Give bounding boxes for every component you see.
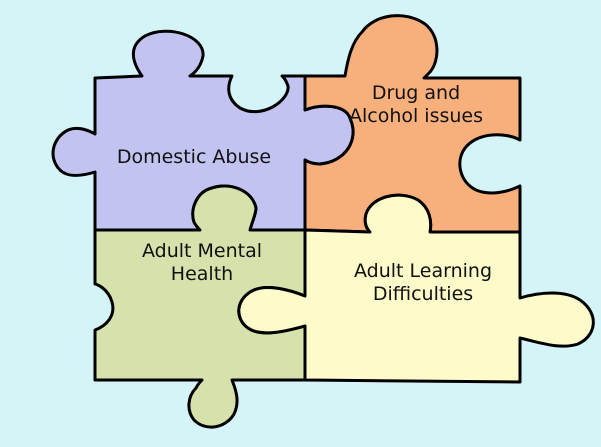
label-line: Difficulties: [372, 283, 474, 305]
label-line: Domestic Abuse: [116, 146, 272, 168]
label-line: Drug and: [371, 82, 461, 104]
piece-drug-alcohol: [303, 14, 522, 234]
label-domestic-abuse: Domestic Abuse: [94, 146, 294, 169]
label-line: Alcohol issues: [348, 105, 484, 127]
piece-adult-learning: [237, 193, 595, 384]
label-line: Health: [170, 263, 234, 285]
label-line: Adult Mental: [141, 240, 263, 262]
label-adult-learning: Adult Learning Difficulties: [328, 260, 518, 306]
label-adult-mental-health: Adult Mental Health: [112, 240, 292, 286]
label-line: Adult Learning: [353, 260, 493, 282]
label-drug-alcohol: Drug and Alcohol issues: [326, 82, 506, 128]
